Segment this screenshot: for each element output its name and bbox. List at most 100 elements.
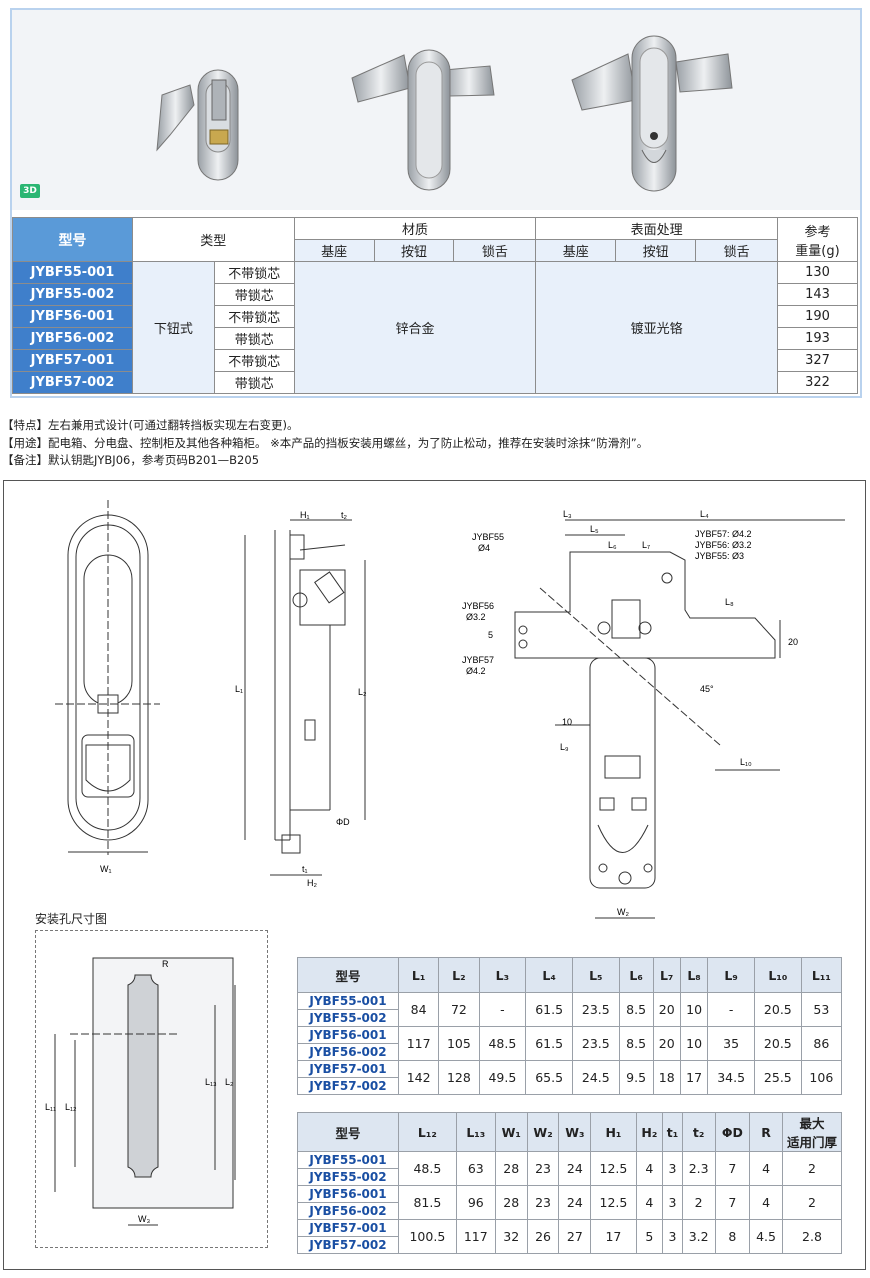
dim1-header: L₁₀ xyxy=(753,957,802,993)
product-photo-1 xyxy=(156,69,239,181)
note-usage: 【用途】配电箱、分电盘、控制柜及其他各种箱柜。 ※本产品的挡板安装用螺丝，为了防… xyxy=(2,436,649,450)
model-cell: JYBF56-002 xyxy=(297,1202,399,1220)
dim2-header: W₂ xyxy=(526,1112,560,1152)
value-cell: 3 xyxy=(662,1151,683,1186)
label-twenty: 20 xyxy=(788,637,798,647)
value-cell: 25.5 xyxy=(753,1060,802,1095)
value-cell: 53 xyxy=(800,992,843,1027)
label-jybf57: JYBF57 xyxy=(462,655,494,665)
value-cell: 20.5 xyxy=(753,1026,802,1061)
label-phi4: Ø4 xyxy=(478,543,490,553)
model-cell: JYBF55-002 xyxy=(297,1009,399,1027)
value-cell: 117 xyxy=(397,1026,440,1061)
dim2-header: L₁₃ xyxy=(455,1112,496,1152)
value-cell: 7 xyxy=(714,1185,751,1220)
value-cell: 63 xyxy=(455,1151,496,1186)
value-cell: 17 xyxy=(679,1060,709,1095)
value-cell: 105 xyxy=(438,1026,480,1061)
value-cell: 3 xyxy=(662,1185,683,1220)
value-cell: 96 xyxy=(455,1185,496,1220)
spec-subheader: 基座 xyxy=(535,239,617,262)
spec-model-cell: JYBF56-001 xyxy=(12,305,133,328)
value-cell: 8.5 xyxy=(618,992,654,1027)
label-deg45: 45° xyxy=(700,684,714,694)
dim2-header: H₂ xyxy=(635,1112,664,1152)
dim2-header: ΦD xyxy=(714,1112,751,1152)
value-cell: 48.5 xyxy=(478,1026,527,1061)
spec-header-weight-line2: 重量(g) xyxy=(795,243,840,259)
dim2-header: t₁ xyxy=(662,1112,683,1152)
label-jybf56: JYBF56 xyxy=(462,601,494,611)
value-cell: 28 xyxy=(494,1151,528,1186)
value-cell: 2 xyxy=(782,1151,842,1186)
spec-core-cell: 不带锁芯 xyxy=(213,305,295,328)
dim1-header: 型号 xyxy=(297,957,399,993)
value-cell: 117 xyxy=(455,1219,496,1254)
value-cell: 12.5 xyxy=(590,1185,637,1220)
value-cell: 142 xyxy=(397,1060,440,1095)
dim1-header: L₇ xyxy=(652,957,681,993)
model-cell: JYBF56-001 xyxy=(297,1026,399,1044)
label-l9: L₉ xyxy=(560,742,569,752)
value-cell: 24 xyxy=(558,1185,592,1220)
model-cell: JYBF56-001 xyxy=(297,1185,399,1203)
value-cell: 20 xyxy=(652,1026,681,1061)
spec-core-cell: 带锁芯 xyxy=(213,327,295,350)
label-t2: t₂ xyxy=(341,510,348,520)
model-cell: JYBF56-002 xyxy=(297,1043,399,1061)
dim2-header: L₁₂ xyxy=(398,1112,457,1152)
label-l12: L₁₂ xyxy=(65,1102,77,1112)
label-l8: L₈ xyxy=(725,597,734,607)
value-cell: 23 xyxy=(526,1151,560,1186)
value-cell: - xyxy=(707,992,755,1027)
value-cell: 34.5 xyxy=(707,1060,755,1095)
spec-core-cell: 带锁芯 xyxy=(213,371,295,394)
value-cell: - xyxy=(478,992,527,1027)
3d-badge[interactable]: 3D xyxy=(20,184,40,198)
value-cell: 100.5 xyxy=(398,1219,457,1254)
label-w3: W₃ xyxy=(138,1214,150,1224)
label-l7: L₇ xyxy=(642,540,650,550)
value-cell: 4.5 xyxy=(749,1219,783,1254)
value-cell: 8.5 xyxy=(618,1026,654,1061)
value-cell: 4 xyxy=(635,1185,664,1220)
table-row: JYBF56-002 xyxy=(297,1202,842,1220)
model-cell: JYBF55-001 xyxy=(297,1151,399,1169)
front-view xyxy=(55,500,160,855)
value-cell: 24 xyxy=(558,1151,592,1186)
hole-drawing: R L₁₁ L₁₂ L₁₃ L₂ W₃ xyxy=(45,957,236,1226)
spec-subheader: 按钮 xyxy=(615,239,697,262)
spec-surface-value: 镀亚光铬 xyxy=(535,261,779,394)
spec-subheader: 基座 xyxy=(293,239,375,262)
label-phid: ΦD xyxy=(336,817,350,827)
value-cell: 2 xyxy=(782,1185,842,1220)
dim2-header: W₃ xyxy=(558,1112,592,1152)
value-cell: 86 xyxy=(800,1026,843,1061)
value-cell: 48.5 xyxy=(398,1151,457,1186)
dim2-header: 型号 xyxy=(297,1112,399,1152)
value-cell: 2.3 xyxy=(681,1151,716,1186)
value-cell: 65.5 xyxy=(525,1060,573,1095)
value-cell: 27 xyxy=(558,1219,592,1254)
value-cell: 26 xyxy=(526,1219,560,1254)
model-cell: JYBF57-001 xyxy=(297,1060,399,1078)
model-cell: JYBF57-002 xyxy=(297,1236,399,1254)
spec-table: 型号 类型 材质 表面处理 参考 重量(g) 基座 按钮 锁舌 基座 按钮 锁舌… xyxy=(12,217,858,394)
spec-subheader: 锁舌 xyxy=(453,239,537,262)
spec-weight-cell: 322 xyxy=(777,371,858,394)
label-l10: L₁₀ xyxy=(740,757,752,767)
product-photo-3 xyxy=(571,35,733,192)
value-cell: 28 xyxy=(494,1185,528,1220)
value-cell: 3.2 xyxy=(681,1219,716,1254)
back-view xyxy=(514,519,845,919)
dim1-header: L₂ xyxy=(438,957,480,993)
value-cell: 128 xyxy=(438,1060,480,1095)
spec-header-weight-line1: 参考 xyxy=(804,224,831,240)
spec-header-material: 材质 xyxy=(293,217,537,240)
table-row: JYBF57-002 xyxy=(297,1077,842,1095)
value-cell: 17 xyxy=(590,1219,637,1254)
value-cell: 61.5 xyxy=(525,1026,573,1061)
spec-model-cell: JYBF56-002 xyxy=(12,327,133,350)
